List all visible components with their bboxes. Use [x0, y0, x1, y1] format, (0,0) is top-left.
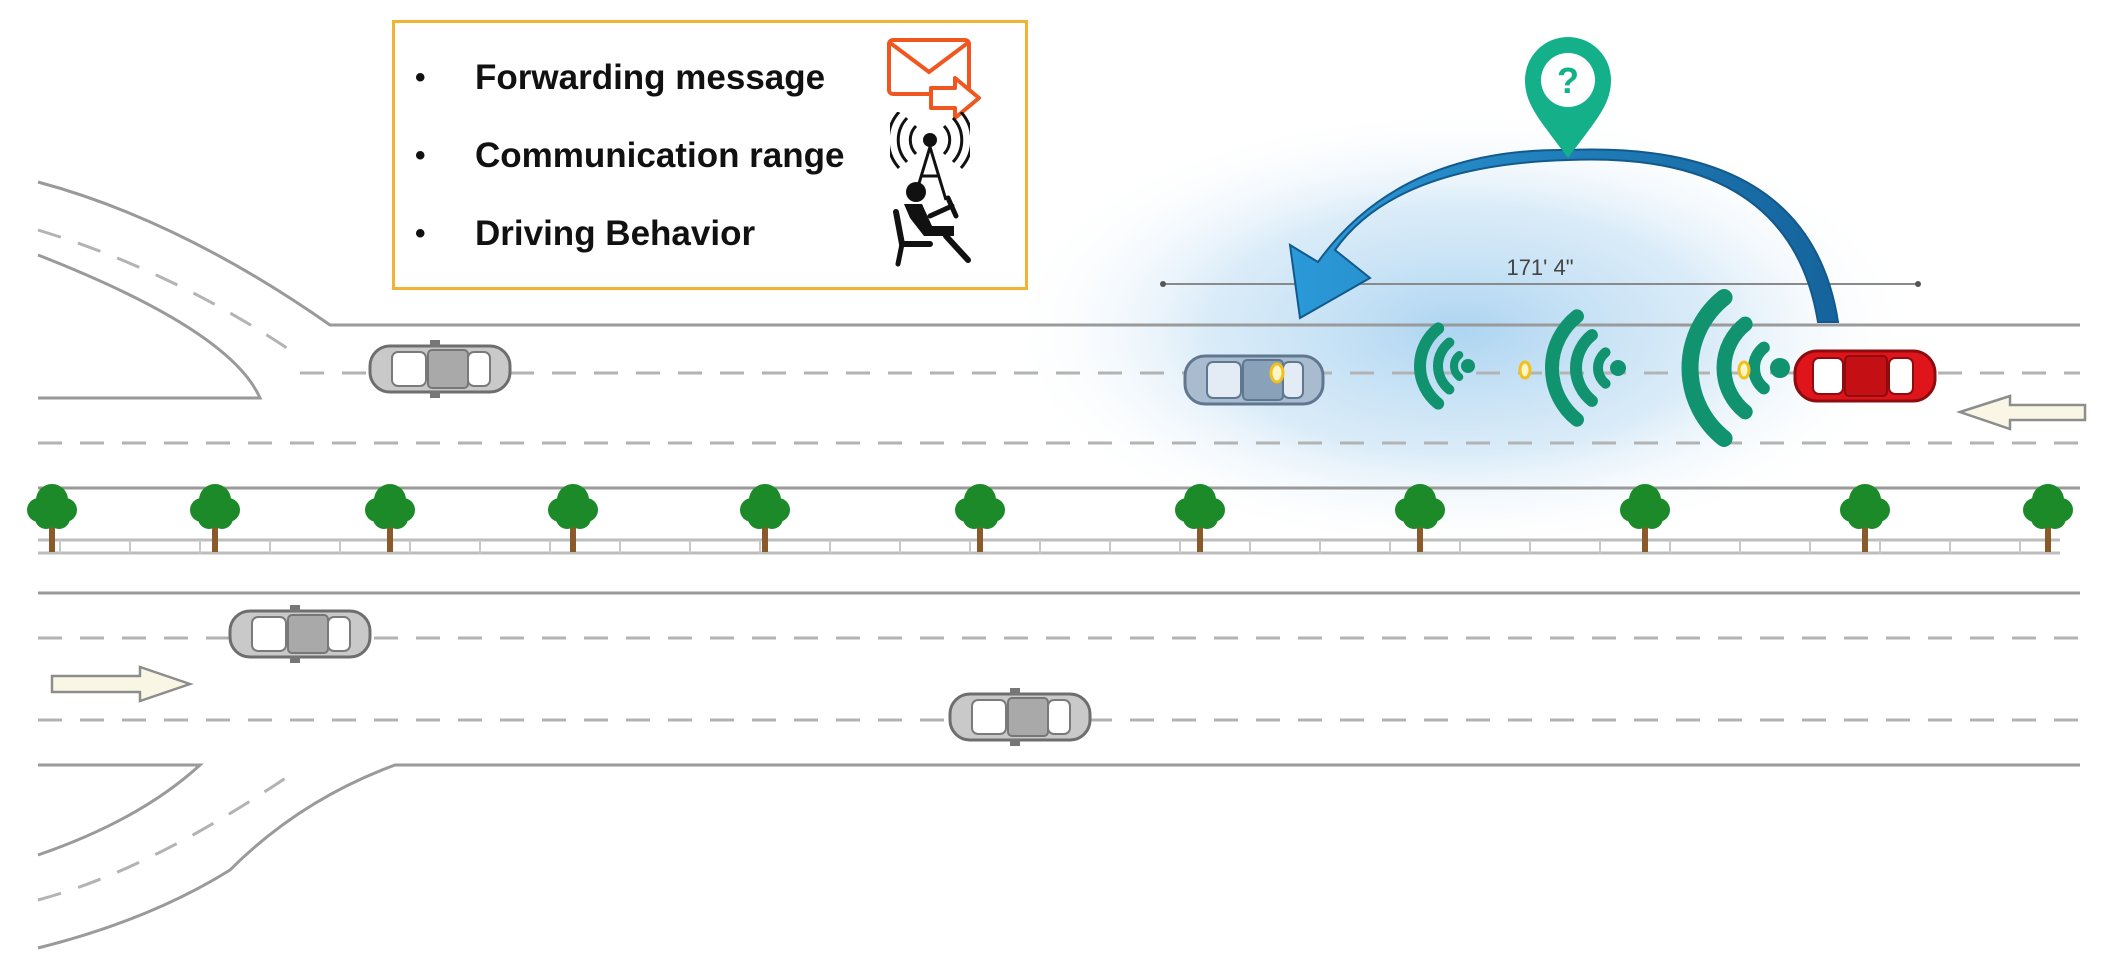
- signal-dot: [1770, 358, 1790, 378]
- distance-label: 171' 4": [1506, 255, 1573, 280]
- median-trees: [27, 484, 2073, 552]
- signal-source-dot: [1269, 362, 1285, 384]
- query-location-pin: ?: [1525, 37, 1611, 158]
- car: [948, 686, 1092, 748]
- signal-arc: [1716, 316, 1753, 420]
- legend-box: • Forwarding message • Communication ran…: [392, 20, 1028, 290]
- legend-item-forwarding: • Forwarding message: [395, 38, 1025, 120]
- receiving-car: [1183, 354, 1325, 406]
- legend-label: Forwarding message: [475, 58, 826, 97]
- signal-arc: [1681, 289, 1733, 447]
- signal-arc: [1570, 329, 1598, 407]
- upper-carriageway: [37, 180, 2080, 490]
- legend-item-driving: • Driving Behavior: [395, 182, 1025, 267]
- legend-bullet: •: [415, 139, 426, 172]
- signal-dot: [1610, 360, 1626, 376]
- radio-tower-icon: [890, 112, 970, 201]
- tree-icon: [548, 484, 598, 552]
- signal-waves: [1414, 289, 1790, 447]
- forwarding-arc-arrow: [1288, 148, 1840, 323]
- relay-dot: [1737, 360, 1751, 380]
- alert-car: [1793, 349, 1937, 403]
- signal-arc: [1414, 322, 1445, 410]
- car: [228, 603, 372, 665]
- direction-arrow-left: [1956, 394, 2087, 431]
- legend-bullet: •: [415, 217, 426, 250]
- tree-icon: [1175, 484, 1225, 552]
- signal-arc: [1433, 337, 1455, 395]
- lower-lane-markings: [37, 636, 2080, 902]
- signal-arc: [1593, 347, 1611, 389]
- driver-seat-icon: [893, 182, 971, 267]
- tree-icon: [2023, 484, 2073, 552]
- envelope-forward-icon: [887, 38, 981, 120]
- legend-item-range: • Communication range: [395, 112, 1025, 201]
- car: [368, 338, 512, 400]
- relay-dot: [1518, 360, 1532, 380]
- tree-icon: [955, 484, 1005, 552]
- tree-icon: [190, 484, 240, 552]
- tree-icon: [740, 484, 790, 552]
- question-mark-icon: ?: [1557, 60, 1579, 101]
- direction-arrow-right: [50, 665, 194, 703]
- legend-bullet: •: [415, 61, 426, 94]
- tree-icon: [1620, 484, 1670, 552]
- signal-arc: [1450, 351, 1464, 381]
- legend-label: Communication range: [475, 136, 845, 175]
- median-strip: [38, 538, 2060, 555]
- tree-icon: [27, 484, 77, 552]
- distance-measure: 171' 4": [1160, 255, 1921, 287]
- tree-icon: [1395, 484, 1445, 552]
- signal-arc: [1545, 309, 1584, 427]
- legend-label: Driving Behavior: [475, 214, 756, 253]
- signal-dot: [1461, 359, 1475, 373]
- tree-icon: [365, 484, 415, 552]
- signal-arc: [1748, 341, 1770, 395]
- lower-carriageway: [37, 591, 2080, 950]
- tree-icon: [1840, 484, 1890, 552]
